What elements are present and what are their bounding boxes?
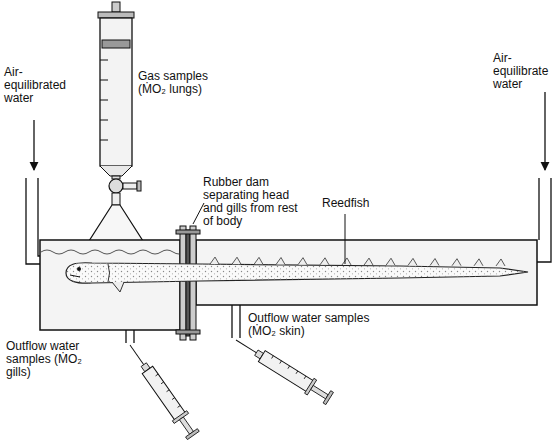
outflow-label: Outflow water samples (ṀO₂ skin) [248,312,398,338]
dorsal-finlet [474,259,483,266]
dorsal-finlet [342,258,351,265]
dorsal-finlet [254,257,263,264]
inlet-pipe-right [537,92,551,262]
rubber-dam [176,226,200,340]
dorsal-finlet [232,257,241,264]
dorsal-finlet [430,259,439,266]
dorsal-finlet [276,258,285,265]
skin-water-syringe [231,333,334,406]
gills-water-syringe [123,340,201,441]
dorsal-finlet [364,258,373,265]
reedfish [66,257,528,292]
dorsal-finlet [452,259,461,266]
outflow-label: Outflow water samples (ṀO₂ gills) [6,340,96,379]
dorsal-finlet [496,259,505,266]
dorsal-finlet [298,258,307,265]
leader-line [345,214,346,264]
fish-label: Reedfish [322,197,392,210]
dorsal-finlet [386,258,395,265]
gas-syringe [82,2,150,252]
dorsal-finlet [210,257,219,264]
inflow-label: Air-equilibrate water [493,52,553,91]
rubber-dam-label: Rubber dam separating head and gills fro… [203,176,299,228]
syringe-label: Gas samples (ṀO₂ lungs) [138,70,228,96]
dorsal-finlet [408,258,417,265]
inflow-label: Air-equilibrated water [4,66,78,105]
leader-line [193,203,204,224]
outflow-pipes [126,305,240,343]
inlet-pipe-left [26,120,40,264]
dorsal-finlet [320,258,329,265]
